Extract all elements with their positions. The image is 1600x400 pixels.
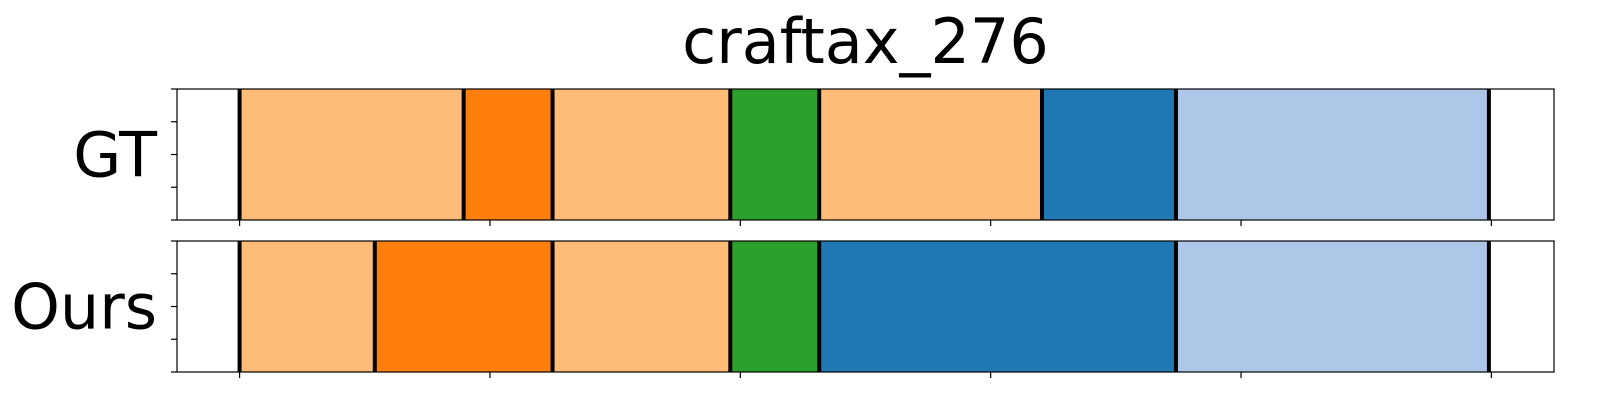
row-panel-ours: Ours (11, 240, 1555, 378)
segment-bar (552, 89, 731, 220)
chart-title: craftax_276 (682, 5, 1049, 78)
segment-bar (552, 241, 731, 372)
row-panel-gt: GT (73, 88, 1555, 226)
segment-bar (819, 241, 1176, 372)
chart-panels: GT Ours (11, 88, 1555, 378)
row-label: GT (73, 119, 158, 192)
segment-bar (1175, 241, 1489, 372)
segment-bar (239, 241, 375, 372)
segment-bar (1042, 89, 1176, 220)
segment-bar (239, 89, 464, 220)
segment-bar (730, 241, 820, 372)
segment-bar (730, 89, 820, 220)
segment-bar (374, 241, 553, 372)
segment-bar (463, 89, 553, 220)
segment-bar (819, 89, 1043, 220)
row-label: Ours (11, 271, 157, 344)
segment-bar (1175, 89, 1489, 220)
